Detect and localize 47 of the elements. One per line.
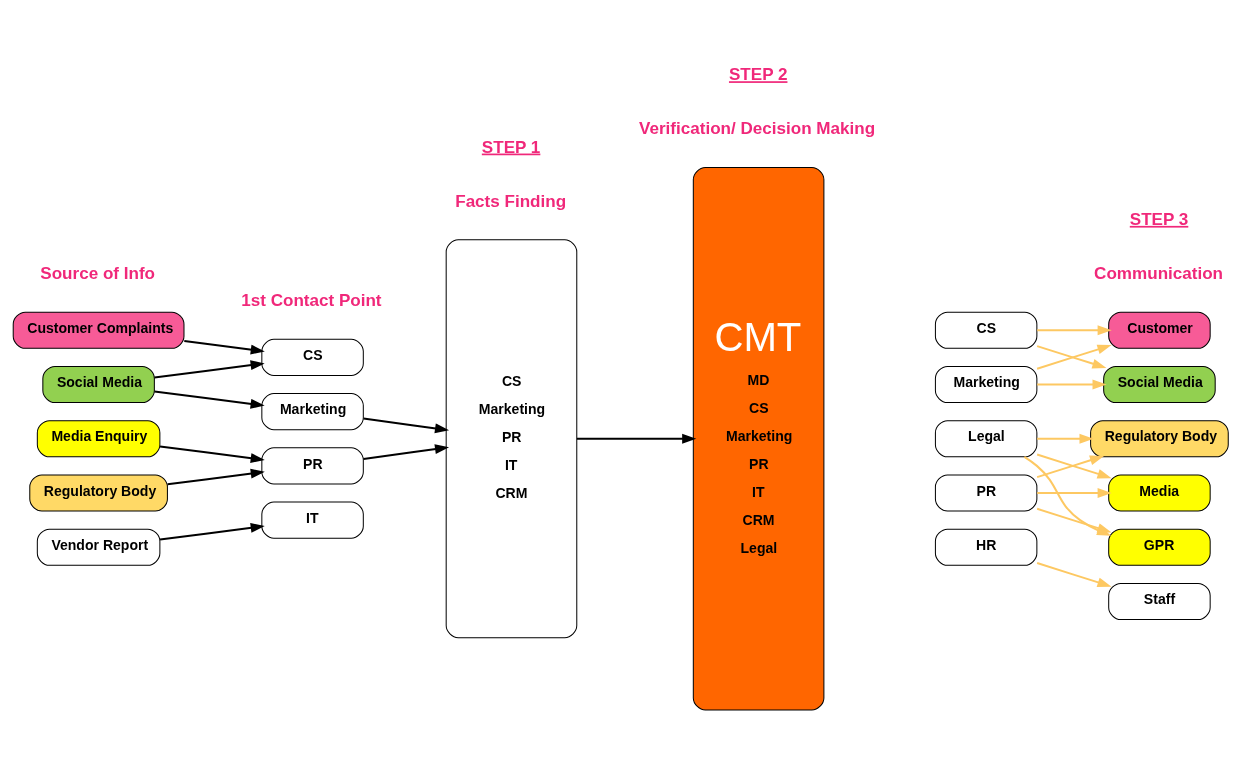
arrow [166, 468, 265, 486]
node-box: GPR [1107, 528, 1211, 566]
label: STEP 1 [481, 137, 540, 157]
node-box: Vendor Report [36, 528, 160, 566]
arrow [1036, 379, 1107, 390]
node-box: PR [934, 474, 1037, 512]
arrow [159, 523, 265, 541]
label: Facts Finding [454, 191, 566, 211]
node-box: Marketing [934, 365, 1037, 404]
arrow [183, 340, 265, 355]
label: Communication [1093, 264, 1223, 284]
node-box: CS [260, 338, 364, 376]
arrow [576, 433, 696, 444]
node-box: PR [260, 447, 364, 485]
node-box: Customer [1107, 311, 1211, 349]
arrow [153, 390, 265, 409]
arrow [153, 360, 265, 379]
node-box: HR [934, 528, 1037, 566]
node-box: Marketing [260, 393, 364, 431]
arrow [1036, 507, 1112, 533]
node-box: IT [260, 501, 364, 539]
label: STEP 2 [728, 65, 787, 85]
node-box: Customer Complaints [12, 311, 184, 349]
arrow [1036, 325, 1112, 336]
label: STEP 3 [1129, 209, 1188, 229]
arrow [1036, 433, 1094, 444]
arrow [362, 444, 449, 460]
arrow [362, 417, 449, 434]
node-box: CS Marketing PR IT CRM [445, 239, 577, 639]
node-box: Legal [934, 420, 1037, 458]
arrow [1036, 562, 1112, 588]
node-box: Media [1107, 474, 1211, 512]
label: Verification/ Decision Making [638, 119, 875, 139]
arrow [1036, 488, 1112, 498]
node-box: CS [934, 311, 1037, 349]
arrow [1036, 453, 1112, 479]
node-box: Staff [1107, 582, 1211, 621]
node-box: Regulatory Body [28, 474, 168, 512]
node-box: Regulatory Body [1089, 420, 1229, 458]
node-box: Social Media [1102, 365, 1216, 404]
label: Source of Info [39, 264, 155, 284]
node-box: Media Enquiry [36, 420, 160, 458]
label: 1st Contact Point [240, 291, 382, 311]
node-box: CMT MD CS Marketing PR IT CRM Legal [692, 167, 824, 711]
arrow [1036, 455, 1104, 479]
node-box: Social Media [41, 365, 155, 404]
arrow [159, 445, 265, 463]
